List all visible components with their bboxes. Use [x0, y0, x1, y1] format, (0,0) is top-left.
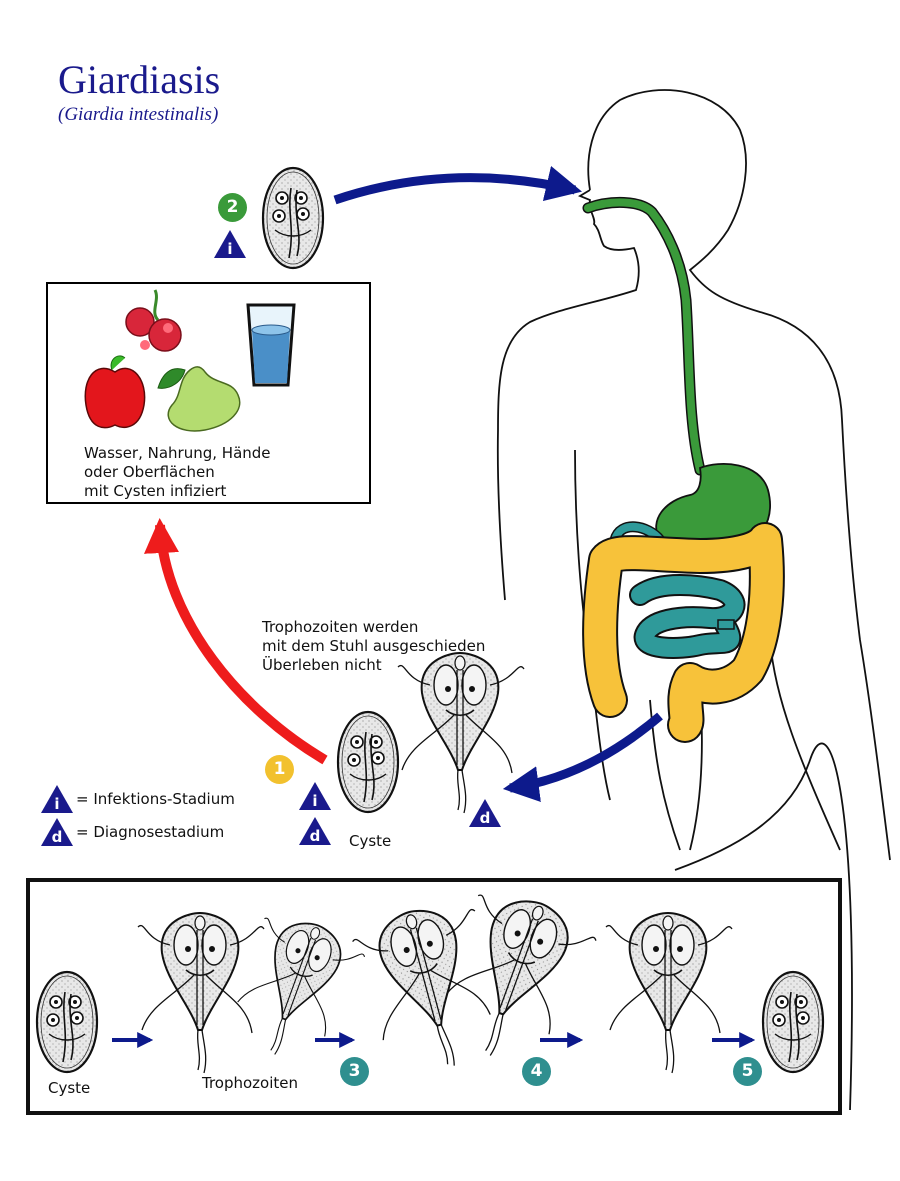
svg-text:d: d — [480, 809, 491, 827]
diagram-title: Giardiasis — [58, 57, 221, 102]
ingestion-arrow — [333, 165, 583, 205]
legend-infective-icon — [41, 785, 73, 813]
svg-text:d: d — [310, 827, 321, 845]
svg-text:d: d — [52, 828, 63, 846]
large-intestine — [582, 522, 785, 743]
esophagus-stomach — [582, 196, 771, 561]
step-1-badge: 1 — [265, 755, 294, 784]
small-intestine — [629, 574, 746, 659]
trophozoite-note-line-2: mit dem Stuhl ausgeschieden — [262, 637, 486, 655]
trophozoite-label: Trophozoiten — [202, 1074, 299, 1092]
step-3-badge: 3 — [340, 1057, 369, 1086]
food-box-line-3: mit Cysten infiziert — [84, 482, 227, 500]
diagram-subtitle: (Giardia intestinalis) — [58, 104, 219, 125]
legend-diagnostic-icon: d — [41, 818, 73, 846]
infective-cyst-top — [261, 166, 325, 270]
cyst-label: Cyste — [349, 832, 392, 850]
bottom-trophozoite-a — [137, 912, 265, 1074]
trophozoite-note-line-1: Trophozoiten werden — [262, 618, 419, 636]
food-illustrations — [84, 289, 296, 432]
infective-marker-top — [214, 230, 246, 258]
excreted-cyst — [336, 710, 400, 814]
excreted-trophozoite — [397, 652, 525, 814]
replication-box — [26, 878, 842, 1115]
bottom-trophozoite-b — [221, 906, 370, 1073]
dividing-trophozoite-left — [348, 894, 514, 1084]
bottom-cyst-left — [35, 970, 99, 1074]
legend-diagnostic: = Diagnosestadium — [76, 823, 225, 841]
legend-infective: = Infektions-Stadium — [76, 790, 235, 808]
infective-marker-cyst — [299, 782, 331, 810]
trophozoite-note: Trophozoiten werden mit dem Stuhl ausges… — [262, 618, 485, 675]
step-4-badge: 4 — [522, 1057, 551, 1086]
bottom-cyst-right — [761, 970, 825, 1074]
food-box-line-2: oder Oberflächen — [84, 463, 215, 481]
trophozoite-note-line-3: Überleben nicht — [262, 656, 382, 674]
step-2-badge: 2 — [218, 193, 247, 222]
food-box-line-1: Wasser, Nahrung, Hände — [84, 444, 271, 462]
diagnostic-marker-trophozoite: d — [469, 799, 501, 827]
food-box-text: Wasser, Nahrung, Hände oder Oberflächen … — [84, 444, 271, 501]
human-body-outline — [496, 89, 891, 1111]
contamination-arrow — [144, 518, 328, 765]
step-5-badge: 5 — [733, 1057, 762, 1086]
diagnostic-marker-cyst: d — [299, 817, 331, 845]
dividing-trophozoite-right — [427, 881, 603, 1077]
excretion-arrow — [502, 712, 663, 803]
bottom-cyst-label: Cyste — [48, 1079, 91, 1097]
bottom-trophozoite-c — [605, 912, 733, 1074]
